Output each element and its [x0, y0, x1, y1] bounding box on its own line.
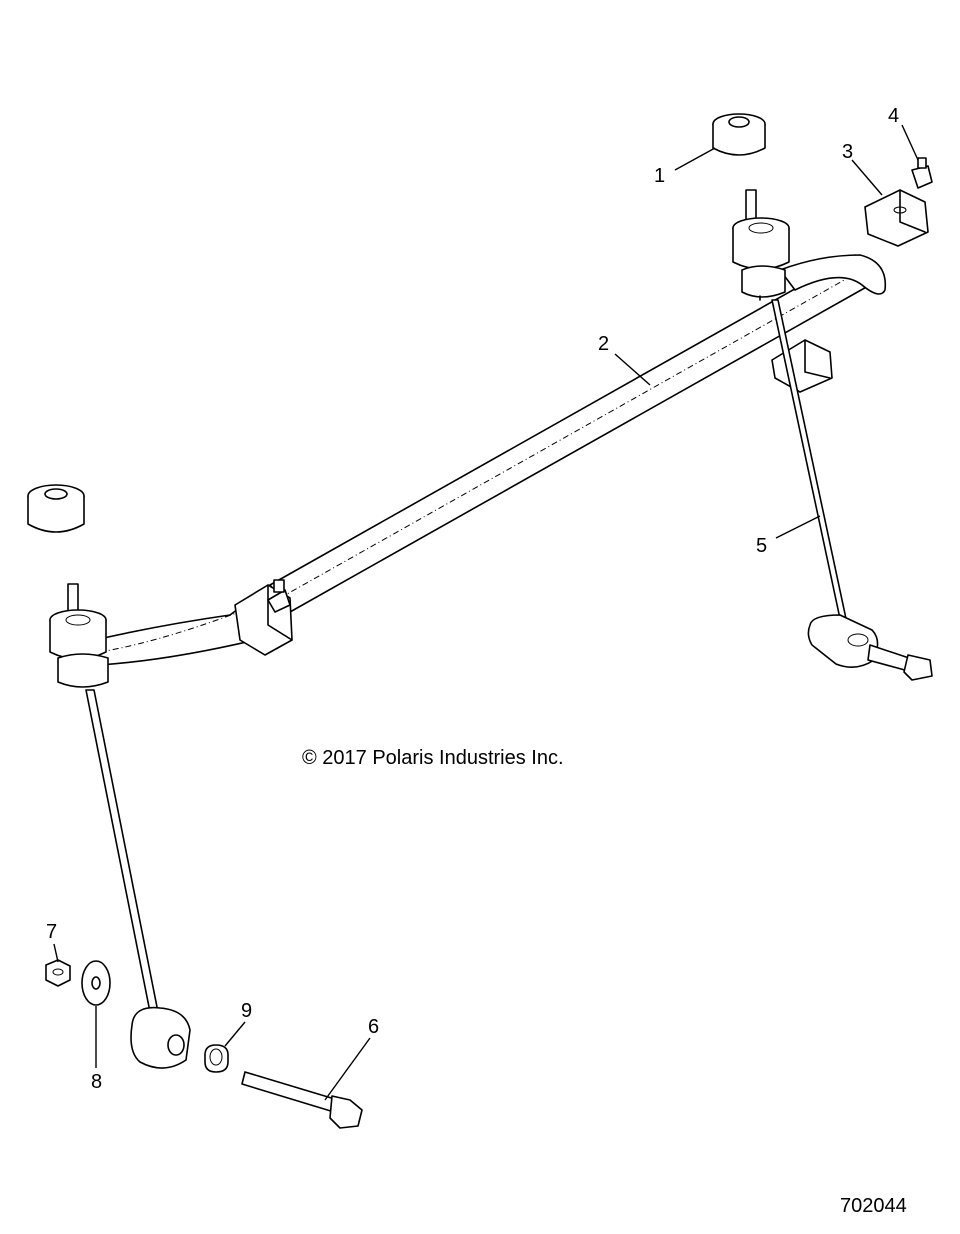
part-6-bolt [241, 1071, 363, 1129]
callout-8: 8 [91, 1071, 102, 1093]
leader-7 [53, 943, 59, 963]
stabilizer-bar [94, 254, 887, 666]
callout-9: 9 [241, 1000, 252, 1022]
leader-lines [53, 124, 919, 1101]
callout-5: 5 [756, 535, 767, 557]
leader-2 [614, 353, 651, 386]
leader-3 [851, 159, 883, 196]
left-stabilizer-link [85, 689, 191, 1069]
copyright-notice: © 2017 Polaris Industries Inc. [302, 747, 564, 769]
part-8-washer [81, 960, 111, 1006]
callout-6: 6 [368, 1016, 379, 1038]
left-bar-clamp [234, 579, 293, 656]
leader-5 [775, 515, 821, 539]
leader-9 [224, 1021, 246, 1047]
part-3-clamp [864, 189, 929, 247]
callout-3: 3 [842, 141, 853, 163]
callout-4: 4 [888, 105, 899, 127]
figure-number: 702044 [840, 1195, 907, 1217]
right-bar-end-bushing [732, 189, 790, 301]
left-loose-bushing [27, 484, 85, 533]
part-7-nut [45, 959, 71, 987]
right-stabilizer-link [771, 299, 933, 681]
right-bar-clamp [771, 339, 833, 393]
part-4-fitting [911, 157, 933, 189]
left-bar-end-bushing [49, 583, 109, 688]
callout-7: 7 [46, 921, 57, 943]
part-1-bushing [712, 113, 766, 156]
part-9-spacer [204, 1044, 229, 1073]
leader-6 [324, 1037, 371, 1101]
callout-2: 2 [598, 333, 609, 355]
leader-4 [901, 124, 919, 161]
callout-1: 1 [654, 165, 665, 187]
leader-1 [674, 147, 716, 171]
